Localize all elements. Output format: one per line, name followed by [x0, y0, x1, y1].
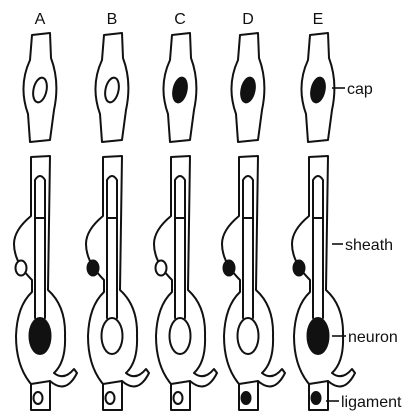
sheath-nucleus-filled — [224, 261, 235, 276]
dendrite-tip — [35, 176, 45, 218]
column-e — [292, 33, 355, 410]
column-label-d: D — [242, 11, 254, 28]
ligament-nucleus-open — [106, 392, 115, 404]
sheath-nucleus-open — [156, 261, 167, 276]
ligament-nucleus-filled — [312, 392, 321, 404]
neuron-nucleus-open — [238, 318, 259, 354]
ligament-nucleus-filled — [242, 392, 251, 404]
neuron-nucleus-open — [102, 318, 123, 354]
column-a — [14, 33, 77, 410]
dendrite-tip — [313, 176, 323, 218]
column-b — [86, 33, 149, 410]
column-label-a: A — [35, 11, 46, 28]
neuron-label: neuron — [348, 329, 398, 346]
ligament-label: ligament — [341, 394, 402, 411]
ligament-nucleus-open — [34, 392, 43, 404]
column-label-c: C — [174, 11, 186, 28]
neuron-nucleus-open — [170, 318, 191, 354]
column-label-b: B — [107, 11, 118, 28]
dendrite-tip — [243, 176, 253, 218]
dendrite-tip — [107, 176, 117, 218]
dendrite-tip — [175, 176, 185, 218]
sheath-nucleus-filled — [294, 261, 305, 276]
column-label-e: E — [313, 11, 324, 28]
sheath-nucleus-open — [16, 261, 27, 276]
neuron-nucleus-filled — [30, 318, 51, 354]
sheath-nucleus-filled — [88, 261, 99, 276]
column-d — [222, 33, 285, 410]
neuron-nucleus-filled — [308, 318, 329, 354]
cap-label: cap — [347, 81, 373, 98]
column-c — [154, 33, 217, 410]
ligament-nucleus-open — [174, 392, 183, 404]
sheath-label: sheath — [345, 237, 393, 254]
